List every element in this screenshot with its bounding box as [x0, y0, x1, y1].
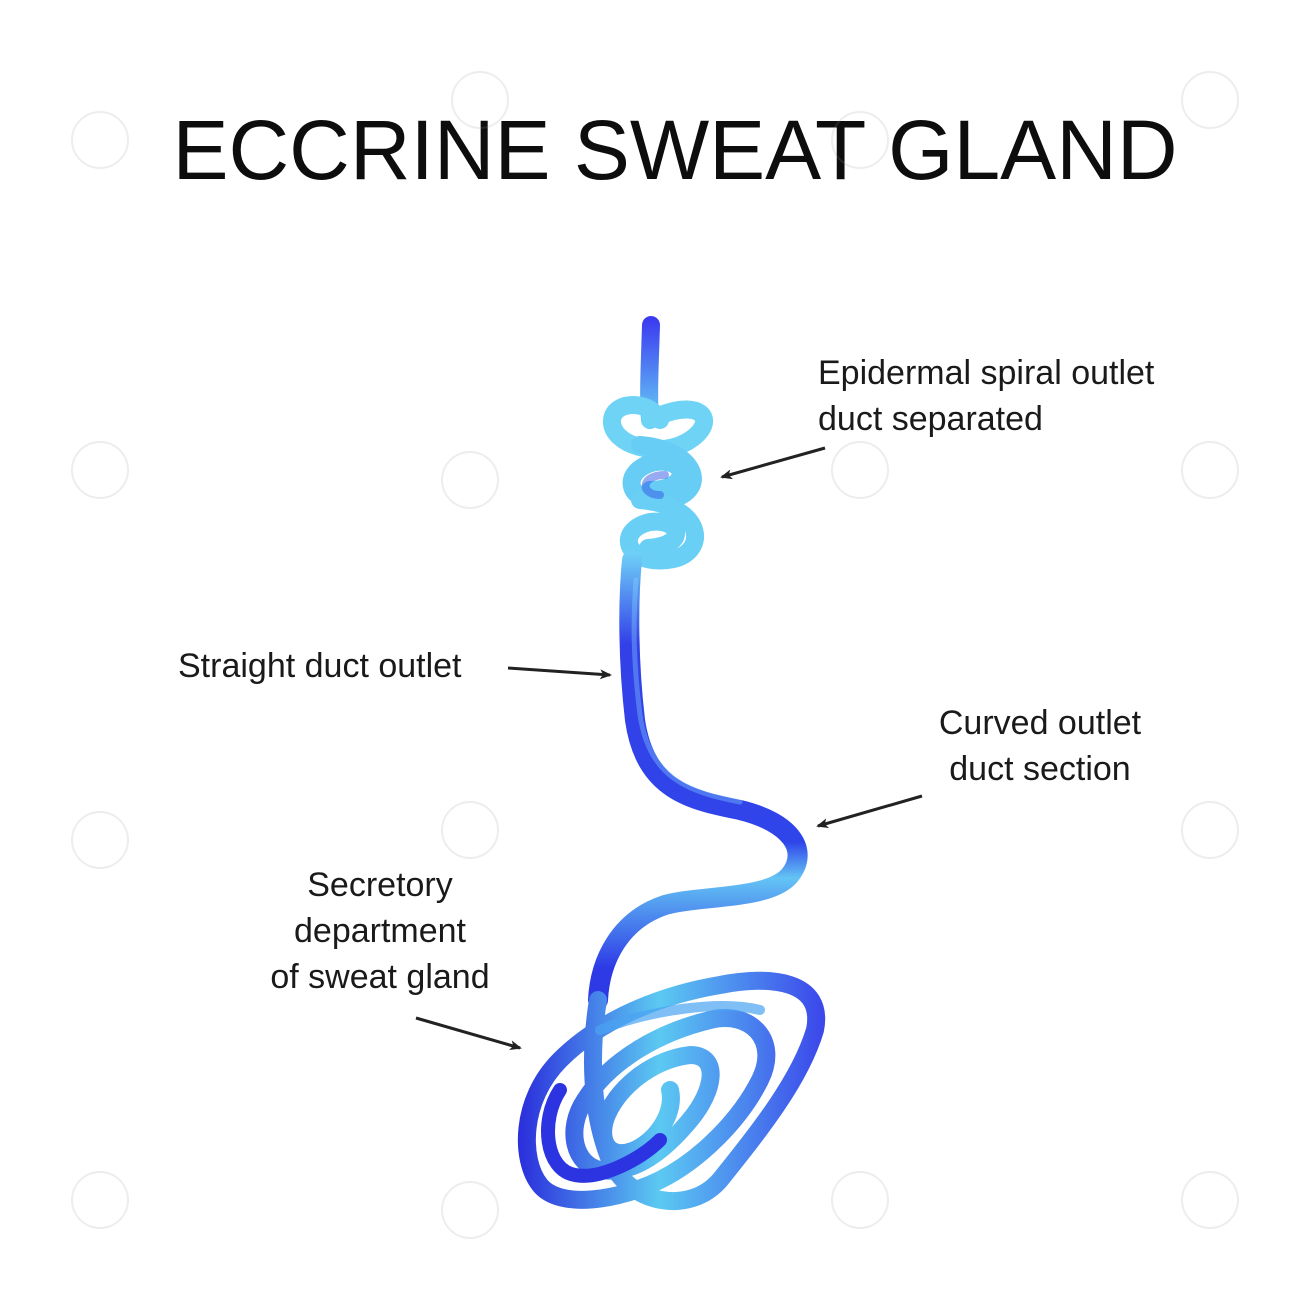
label-curved-duct: Curved outlet duct section — [900, 700, 1180, 792]
secretory-coil — [517, 971, 826, 1210]
label-secretory-department: Secretory department of sweat gland — [250, 862, 510, 1000]
label-line: duct separated — [818, 400, 1043, 438]
label-epidermal-spiral-duct: Epidermal spiral outlet duct separated — [818, 350, 1154, 442]
label-straight-duct: Straight duct outlet — [178, 643, 462, 689]
arrow-secretory — [415, 1016, 522, 1051]
spiral-loop-3 — [620, 491, 704, 570]
label-line: of sweat gland — [270, 958, 490, 996]
duct-highlight — [631, 577, 743, 805]
sweat-duct — [588, 316, 808, 1010]
arrow-epidermal — [720, 446, 826, 480]
arrow-straight — [507, 666, 612, 680]
spiral-loop-inner — [641, 471, 669, 499]
annotation-arrows — [415, 446, 923, 1051]
label-line: department — [294, 912, 466, 950]
diagram-title: ECCRINE SWEAT GLAND — [172, 103, 1178, 197]
duct-straight-curved — [588, 550, 808, 1010]
label-line: Secretory — [307, 866, 453, 904]
spiral-loop-2 — [622, 436, 702, 510]
label-line: Straight duct outlet — [178, 647, 462, 685]
arrow-curved — [816, 794, 923, 829]
label-line: Curved outlet — [938, 704, 1142, 742]
label-line: duct section — [949, 750, 1131, 788]
watermark-pattern — [71, 71, 1239, 1239]
label-line: Epidermal spiral outlet — [818, 354, 1155, 392]
